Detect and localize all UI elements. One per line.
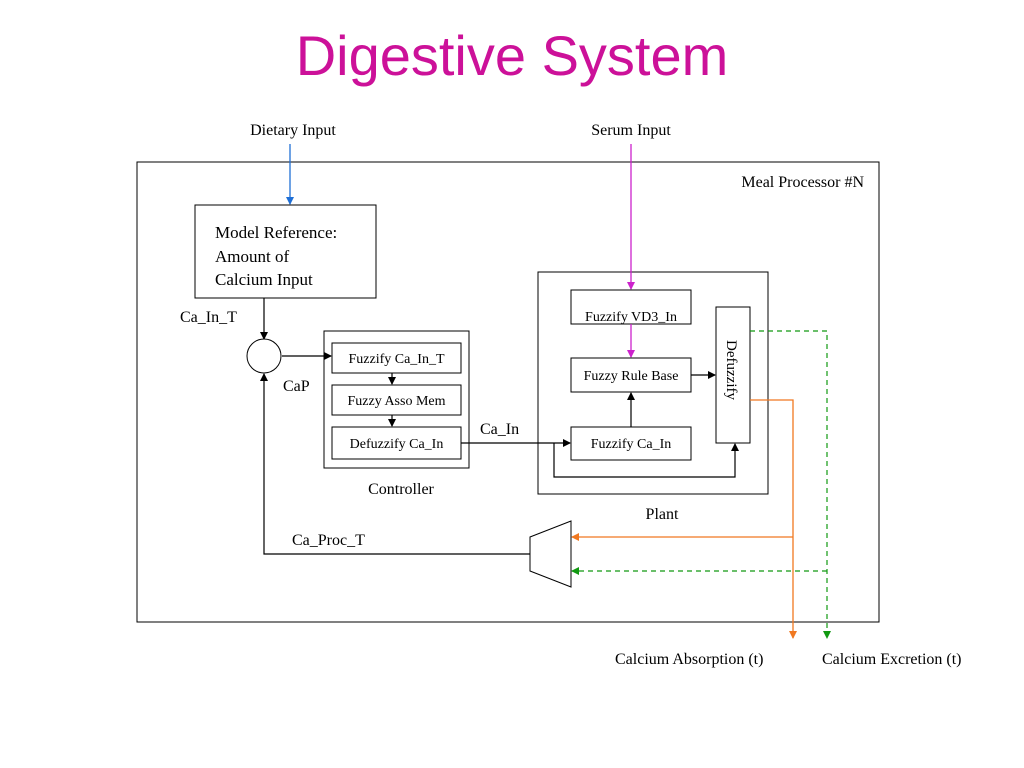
controller-block-fuzzify-box bbox=[331, 342, 462, 374]
calcium-absorption-label: Calcium Absorption (t) bbox=[615, 651, 763, 668]
meal-processor-box bbox=[136, 161, 880, 623]
serum-input-label: Serum Input bbox=[591, 122, 671, 139]
model-reference-box bbox=[194, 204, 377, 299]
plant-fuzzify-vd3: Fuzzify VD3_In bbox=[585, 310, 677, 325]
controller-box bbox=[323, 330, 470, 469]
absorption-line bbox=[750, 399, 797, 639]
ca-in-bypass-line bbox=[553, 443, 739, 478]
processing-mux bbox=[529, 520, 572, 588]
plant-fuzzify-vd3-box bbox=[570, 289, 692, 325]
model-reference-line2: Amount of bbox=[215, 247, 289, 266]
plant-fuzzify-ca: Fuzzify Ca_In bbox=[591, 437, 671, 452]
dietary-input-label: Dietary Input bbox=[250, 122, 336, 139]
ca-in-label: Ca_In bbox=[480, 421, 519, 438]
plant-rule-base: Fuzzy Rule Base bbox=[584, 369, 679, 384]
calcium-excretion-label: Calcium Excretion (t) bbox=[822, 651, 962, 668]
cap-label: CaP bbox=[283, 378, 310, 395]
plant-label: Plant bbox=[646, 506, 679, 523]
page-title: Digestive System bbox=[295, 24, 729, 87]
ca-proc-t-feedback bbox=[260, 373, 530, 555]
ca-in-t-label: Ca_In_T bbox=[180, 309, 237, 326]
controller-block-fuzzify: Fuzzify Ca_In_T bbox=[348, 352, 444, 367]
controller-label: Controller bbox=[368, 481, 434, 498]
controller-block-asso: Fuzzy Asso Mem bbox=[348, 394, 446, 409]
plant-defuzzify: Defuzzify bbox=[723, 340, 739, 400]
ca-proc-t-label: Ca_Proc_T bbox=[292, 532, 365, 549]
model-reference-line1: Model Reference: bbox=[215, 223, 337, 242]
summing-junction bbox=[246, 338, 282, 374]
controller-block-asso-box bbox=[331, 384, 462, 416]
controller-block-defuzzify: Defuzzify Ca_In bbox=[350, 437, 444, 452]
controller-block-defuzzify-box bbox=[331, 426, 462, 460]
meal-processor-label: Meal Processor #N bbox=[741, 174, 864, 191]
model-reference-line3: Calcium Input bbox=[215, 270, 313, 289]
plant-box bbox=[537, 271, 769, 495]
excretion-line bbox=[750, 330, 831, 639]
